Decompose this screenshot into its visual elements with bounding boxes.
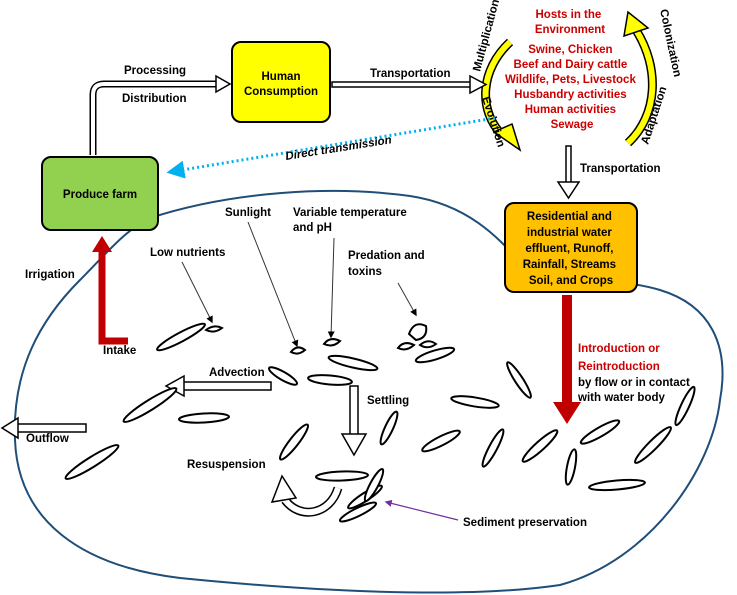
distribution-label: Distribution xyxy=(122,93,187,105)
predation-label: Predation and toxins xyxy=(348,250,428,278)
processing-label: Processing xyxy=(124,65,186,77)
introduction-title: Introduction or Reintroduction xyxy=(578,343,663,373)
processing-distribution-arrow xyxy=(89,74,232,155)
svg-text:Produce farm: Produce farm xyxy=(63,189,137,201)
settling-arrow xyxy=(340,385,368,457)
transportation-arrow-top xyxy=(331,74,488,95)
produce-farm-box: Produce farm xyxy=(41,156,159,231)
outflow-arrow xyxy=(0,416,87,440)
irrigation-arrow xyxy=(92,236,128,345)
intake-label: Intake xyxy=(103,345,136,357)
settling-label: Settling xyxy=(367,395,409,407)
svg-text:Residential and industri: Residential and industrial water effluen… xyxy=(523,211,620,287)
svg-text:Hosts in the Environmen: Hosts in the Environment xyxy=(535,9,605,36)
transportation-label-side: Transportation xyxy=(580,163,661,175)
resuspension-arrow xyxy=(270,474,343,517)
resuspension-label: Resuspension xyxy=(187,459,266,471)
temperature-label: Variable temperature and pH xyxy=(293,207,410,234)
colonization-label: Colonization xyxy=(657,8,683,78)
low-nutrients-label: Low nutrients xyxy=(150,247,225,259)
irrigation-label: Irrigation xyxy=(25,269,75,281)
transportation-label-top: Transportation xyxy=(370,68,451,80)
advection-label: Advection xyxy=(209,367,265,379)
introduction-subtitle: by flow or in contact with water body xyxy=(577,377,693,404)
outflow-label: Outflow xyxy=(26,433,69,445)
introduction-arrow xyxy=(553,295,581,424)
water-sources-box: Residential and industrial water effluen… xyxy=(504,202,638,293)
hosts-in-environment: Hosts in the Environment Swine, Chicken … xyxy=(505,9,639,131)
hosts-cycle-arrows xyxy=(481,10,657,152)
particles xyxy=(64,322,696,523)
advection-arrow xyxy=(164,374,272,398)
direct-transmission-label: Direct transmission xyxy=(285,134,393,163)
process-pointers xyxy=(181,221,417,348)
svg-text:Swine, Chicken Beef and: Swine, Chicken Beef and Dairy cattle Wil… xyxy=(505,44,639,131)
water-body-outline xyxy=(13,189,724,594)
evolution-label: Evolution xyxy=(479,95,507,149)
transportation-arrow-side xyxy=(556,145,581,200)
sediment-preservation-label: Sediment preservation xyxy=(463,517,587,529)
sediment-pointer xyxy=(384,499,459,521)
sunlight-label: Sunlight xyxy=(225,207,271,219)
small-particles xyxy=(204,323,438,355)
